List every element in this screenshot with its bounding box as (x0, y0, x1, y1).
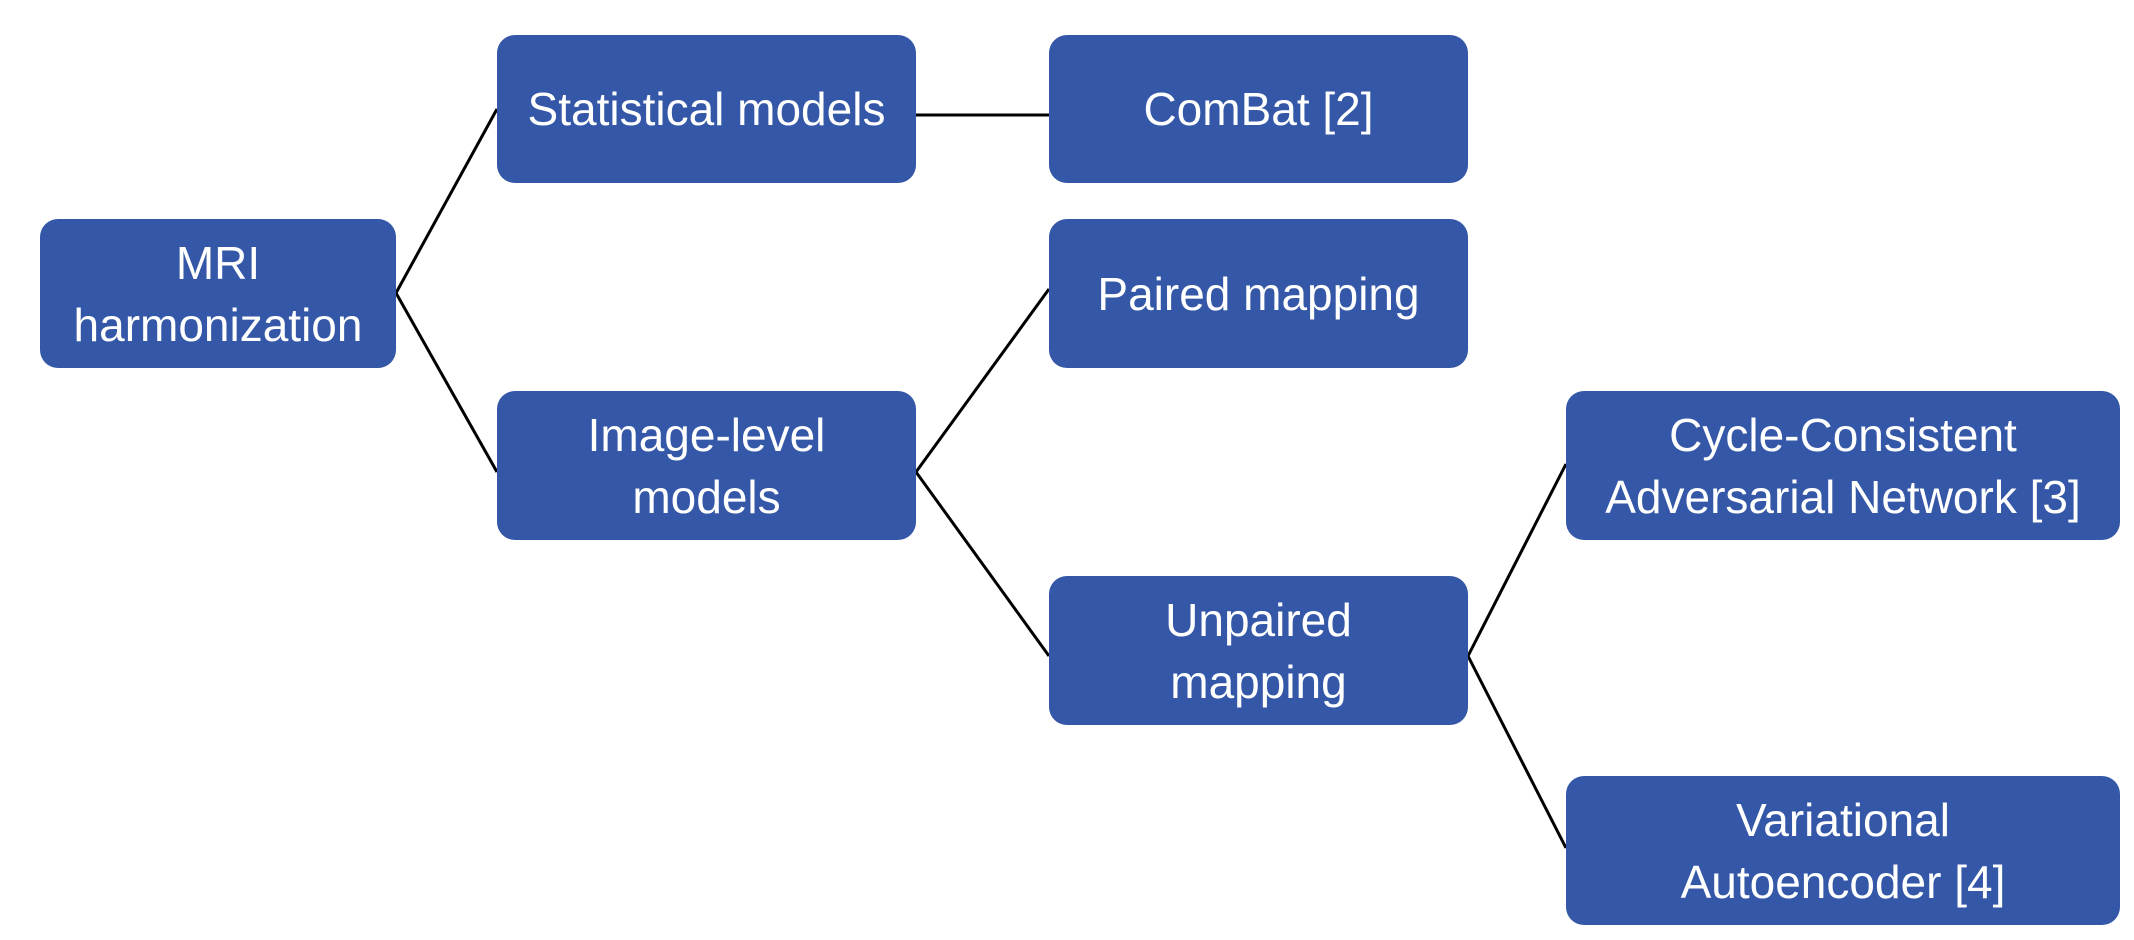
edge-image-level-unpaired (914, 471, 1051, 657)
node-image-level-models: Image-level models (497, 391, 916, 540)
edge-unpaired-vae (1466, 655, 1568, 849)
node-mri-harmonization: MRI harmonization (40, 219, 396, 368)
node-cycle-consistent-adversarial-network: Cycle-Consistent Adversarial Network [3] (1566, 391, 2120, 540)
node-variational-autoencoder: Variational Autoencoder [4] (1566, 776, 2120, 925)
edge-root-image-level (394, 292, 499, 473)
edge-root-statistical (394, 108, 499, 294)
node-statistical-models: Statistical models (497, 35, 916, 183)
edge-unpaired-cyclegan (1466, 463, 1568, 657)
node-paired-mapping: Paired mapping (1049, 219, 1468, 368)
node-unpaired-mapping: Unpaired mapping (1049, 576, 1468, 725)
node-combat: ComBat [2] (1049, 35, 1468, 183)
edge-image-level-paired (914, 288, 1051, 473)
